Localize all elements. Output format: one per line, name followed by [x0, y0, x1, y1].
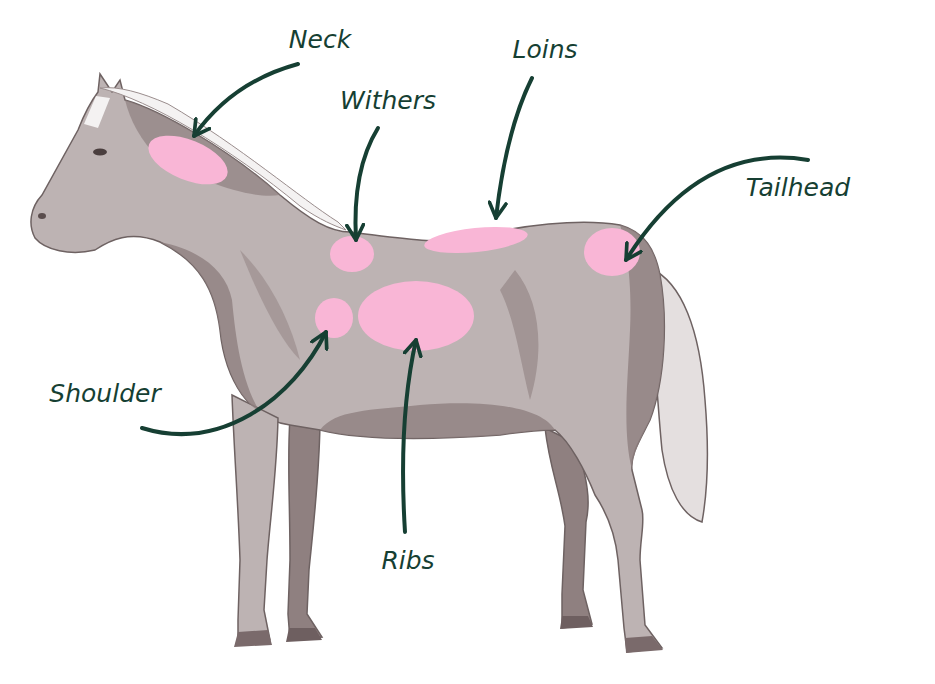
- part-label: Tailhead: [746, 173, 850, 203]
- horse-near-foreleg: [232, 395, 278, 645]
- horse-shading: [125, 100, 280, 196]
- horse-shading: [320, 403, 555, 438]
- leader-arrow: [496, 78, 532, 218]
- leader-arrow: [194, 64, 298, 136]
- horse-forelock: [84, 96, 110, 128]
- part-label: Ribs: [381, 546, 434, 576]
- leader-arrow: [355, 128, 378, 240]
- horse-nostril: [38, 213, 46, 219]
- withers-area: [330, 236, 374, 272]
- condition-areas: [142, 126, 640, 351]
- horse-shading: [500, 270, 538, 400]
- loins-area: [423, 223, 529, 258]
- horse-shading: [160, 242, 260, 412]
- shoulder-area: [315, 298, 353, 338]
- horse-shading: [240, 250, 300, 360]
- neck-area: [142, 126, 235, 195]
- horse-hoof: [625, 636, 663, 653]
- horse-hoof: [234, 630, 272, 647]
- part-label: Withers: [340, 86, 436, 116]
- horse-far-foreleg: [288, 418, 322, 640]
- leader-arrow: [142, 332, 326, 434]
- part-label: Loins: [512, 35, 577, 65]
- horse-mane: [100, 88, 346, 230]
- horse-hoof: [286, 628, 322, 642]
- part-label: Neck: [289, 25, 351, 55]
- leader-arrow: [626, 158, 808, 260]
- horse-hoof: [560, 616, 593, 629]
- horse-eye: [93, 149, 107, 156]
- part-label: Shoulder: [49, 379, 160, 409]
- horse-body: [31, 74, 664, 652]
- leader-arrow: [403, 340, 416, 532]
